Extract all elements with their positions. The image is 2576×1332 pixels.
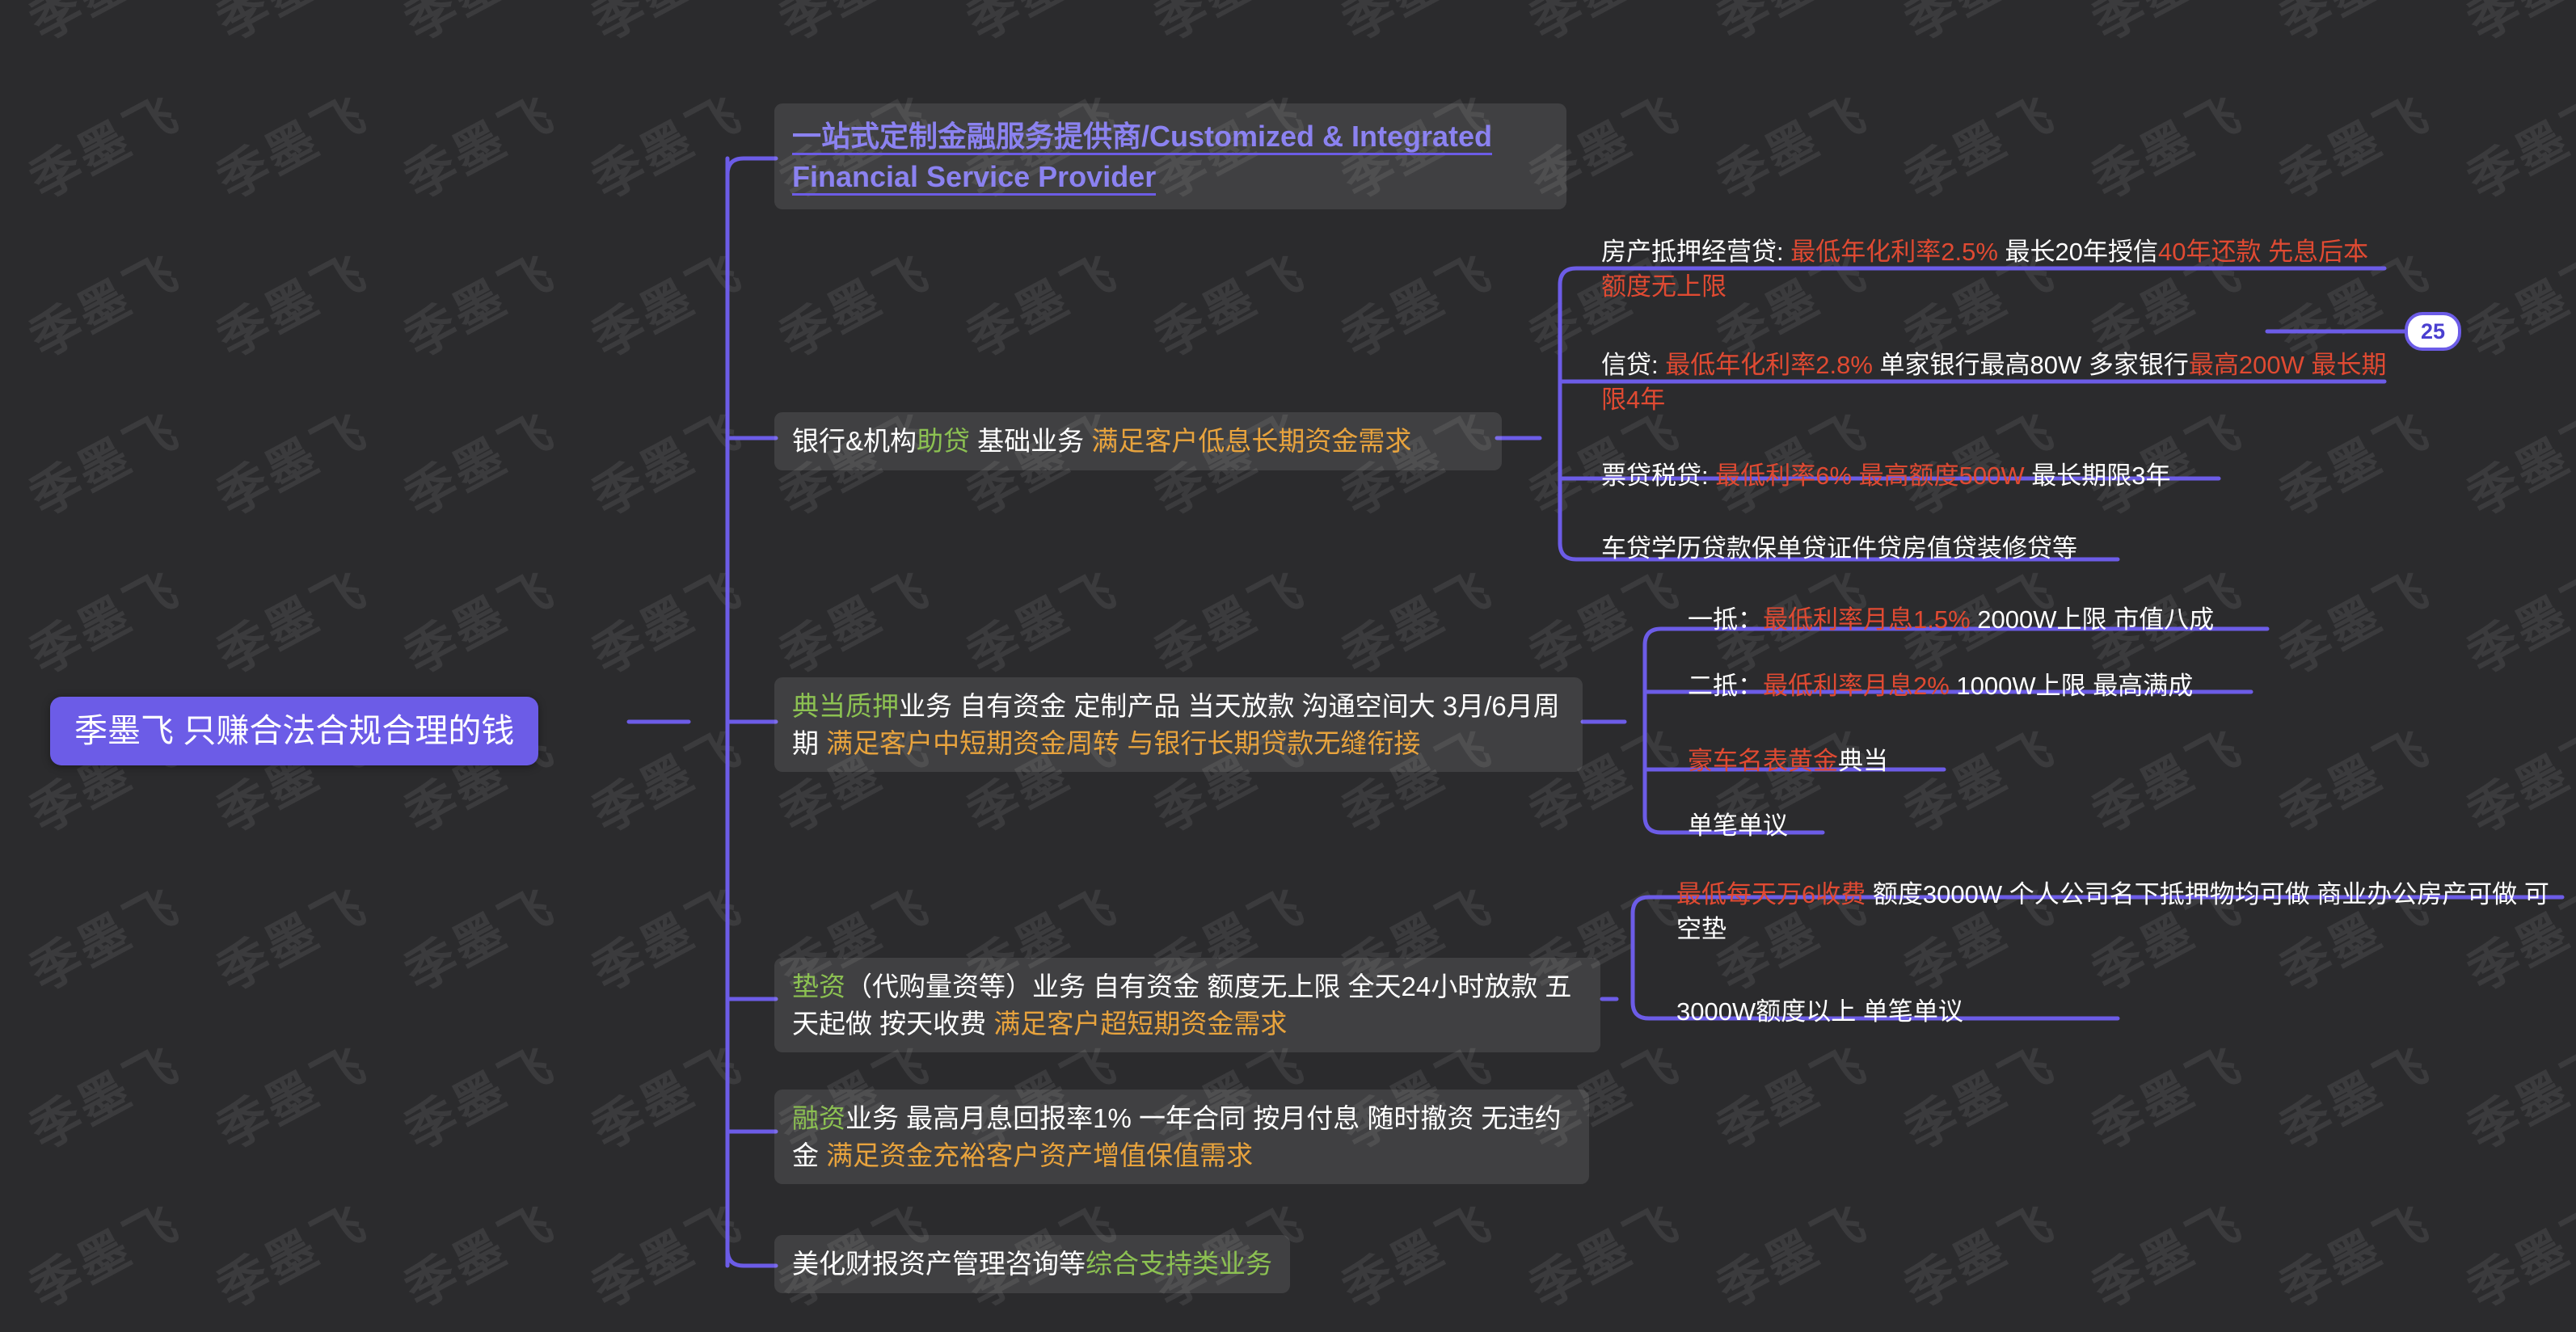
text-segment-2: 1000W上限 最高满成 bbox=[1949, 672, 2194, 700]
leaf-first-mortgage[interactable]: 一抵：最低利率月息1.5% 2000W上限 市值八成 bbox=[1683, 598, 2297, 647]
branch-bank[interactable]: 银行&机构助贷 基础业务 满足客户低息长期资金需求 bbox=[774, 412, 1502, 470]
branch-pawn-pledge[interactable]: 典当质押业务 自有资金 定制产品 当天放款 沟通空间大 3月/6月周期 满足客户… bbox=[774, 677, 1583, 773]
title-line-1: 一站式定制金融服务提供商/Customized & Integrated bbox=[792, 120, 1493, 155]
text-segment-1: 最低利率月息1.5% bbox=[1763, 605, 1971, 634]
leaf-mortgage-business-loan[interactable]: 房产抵押经营贷: 最低年化利率2.5% 最长20年授信40年还款 先息后本 额度… bbox=[1596, 230, 2405, 314]
text-segment-1: 最低利率月息2% bbox=[1763, 672, 1950, 700]
text-segment-1: 综合支持类业务 bbox=[1086, 1249, 1272, 1279]
leaf-bridge-fee-terms[interactable]: 最低每天万6收费 额度3000W 个人公司名下抵押物均可做 商业办公房产可做 可… bbox=[1672, 873, 2561, 957]
text-segment-0: 融资 bbox=[792, 1103, 845, 1133]
text-segment-0: 二抵： bbox=[1688, 672, 1763, 700]
text-segment-0: 单笔单议 bbox=[1688, 811, 1788, 840]
text-segment-2: 最长20年授信 bbox=[1997, 238, 2158, 266]
text-segment-2: 满足客户中短期资金周转 与银行长期贷款无缝衔接 bbox=[826, 727, 1421, 758]
leaf-bill-tax-loan[interactable]: 票贷税贷: 最低利率6% 最高额度500W 最长期限3年 bbox=[1596, 454, 2243, 504]
branch-bridge-funding[interactable]: 垫资（代购量资等）业务 自有资金 额度无上限 全天24小时放款 五天起做 按天收… bbox=[774, 958, 1600, 1053]
title-node[interactable]: 一站式定制金融服务提供商/Customized & Integrated Fin… bbox=[774, 103, 1566, 210]
text-segment-0: 房产抵押经营贷: bbox=[1601, 238, 1791, 266]
leaf-bridge-above-3000w[interactable]: 3000W额度以上 单笔单议 bbox=[1672, 990, 2173, 1039]
root-label: 季墨飞 只赚合法合规合理的钱 bbox=[74, 712, 515, 749]
collapse-badge-count: 25 bbox=[2420, 318, 2446, 344]
text-segment-0: 典当质押 bbox=[792, 691, 899, 721]
text-segment-1: 助贷 bbox=[917, 426, 971, 456]
leaf-second-mortgage[interactable]: 二抵：最低利率月息2% 1000W上限 最高满成 bbox=[1683, 664, 2281, 714]
text-segment-0: 3000W额度以上 单笔单议 bbox=[1676, 997, 1963, 1026]
text-segment-1: 典当 bbox=[1838, 747, 1888, 775]
leaf-other-loans[interactable]: 车贷学历贷款保单贷证件贷房值贷装修贷等 bbox=[1596, 527, 2162, 576]
root-node[interactable]: 季墨飞 只赚合法合规合理的钱 bbox=[50, 697, 539, 765]
text-segment-0: 垫资 bbox=[792, 972, 845, 1001]
leaf-case-by-case-pawn[interactable]: 单笔单议 bbox=[1683, 804, 1925, 854]
branch-support-services[interactable]: 美化财报资产管理咨询等综合支持类业务 bbox=[774, 1235, 1290, 1293]
title-line-2: Financial Service Provider bbox=[792, 159, 1157, 196]
text-segment-0: 一抵： bbox=[1688, 605, 1763, 634]
leaf-luxury-pawn[interactable]: 豪车名表黄金典当 bbox=[1683, 740, 2006, 789]
text-segment-0: 银行&机构 bbox=[792, 426, 917, 456]
collapse-badge: 25 bbox=[2405, 312, 2461, 351]
text-segment-0: 美化财报资产管理咨询等 bbox=[792, 1249, 1086, 1279]
text-segment-1: 最低年化利率2.5% bbox=[1790, 238, 1998, 266]
text-segment-2: 单家银行最高80W 多家银行 bbox=[1872, 351, 2189, 379]
text-segment-0: 信贷: bbox=[1601, 351, 1666, 379]
text-segment-1: 最低利率6% 最高额度500W bbox=[1715, 462, 2025, 490]
text-segment-0: 最低每天万6收费 bbox=[1676, 880, 1866, 908]
leaf-credit-loan[interactable]: 信贷: 最低年化利率2.8% 单家银行最高80W 多家银行最高200W 最长期限… bbox=[1596, 344, 2405, 428]
text-segment-0: 豪车名表黄金 bbox=[1688, 747, 1838, 775]
text-segment-2: 最长期限3年 bbox=[2024, 462, 2171, 490]
text-segment-0: 车贷学历贷款保单贷证件贷房值贷装修贷等 bbox=[1601, 534, 2077, 563]
text-segment-2: 满足客户超短期资金需求 bbox=[993, 1008, 1288, 1039]
text-segment-2: 基础业务 bbox=[970, 426, 1092, 456]
text-segment-1: 最低年化利率2.8% bbox=[1665, 351, 1873, 379]
text-segment-2: 满足资金充裕客户资产增值保值需求 bbox=[826, 1140, 1254, 1170]
text-segment-2: 2000W上限 市值八成 bbox=[1970, 605, 2215, 634]
branch-financing[interactable]: 融资业务 最高月息回报率1% 一年合同 按月付息 随时撤资 无违约金 满足资金充… bbox=[774, 1090, 1589, 1185]
text-segment-0: 票贷税贷: bbox=[1601, 462, 1716, 490]
text-segment-3: 满足客户低息长期资金需求 bbox=[1091, 426, 1412, 456]
